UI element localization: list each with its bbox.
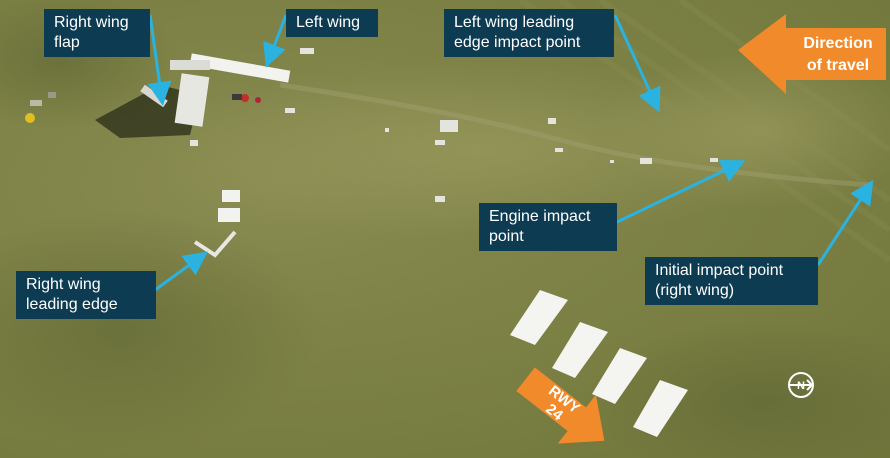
- direction-line1: Direction: [803, 35, 872, 52]
- right-wing-leading-edge-wreckage: [193, 190, 240, 258]
- pointer-right-wing-flap: [147, 14, 172, 106]
- main-wreckage: [140, 53, 291, 127]
- pointer-initial-impact: [816, 179, 874, 266]
- runway-threshold-markings: [510, 290, 688, 437]
- debris-field: [30, 48, 740, 202]
- pointer-right-wing-leading-edge: [154, 251, 208, 292]
- label-right-wing-flap: Right wing flap: [44, 9, 150, 57]
- runway-24-arrow: RWY 24: [516, 367, 605, 444]
- label-initial-impact: Initial impact point (right wing): [645, 257, 818, 305]
- svg-text:N: N: [797, 380, 805, 392]
- aircraft-shadow: [95, 85, 200, 138]
- north-compass-icon: N: [788, 372, 815, 398]
- ground-scar-trail: [279, 82, 871, 188]
- label-right-wing-leading-edge: Right wing leading edge: [16, 271, 156, 319]
- direction-line2: of travel: [807, 57, 869, 74]
- label-left-wing: Left wing: [286, 9, 378, 37]
- direction-of-travel-arrow: Direction of travel: [738, 14, 886, 94]
- pointer-left-wing-leading-edge-impact: [613, 14, 661, 113]
- label-left-wing-leading-edge-impact: Left wing leading edge impact point: [444, 9, 614, 57]
- yellow-marker: [25, 113, 35, 123]
- label-engine-impact: Engine impact point: [479, 203, 617, 251]
- pointer-left-wing: [263, 14, 288, 68]
- pointer-engine-impact: [616, 159, 746, 224]
